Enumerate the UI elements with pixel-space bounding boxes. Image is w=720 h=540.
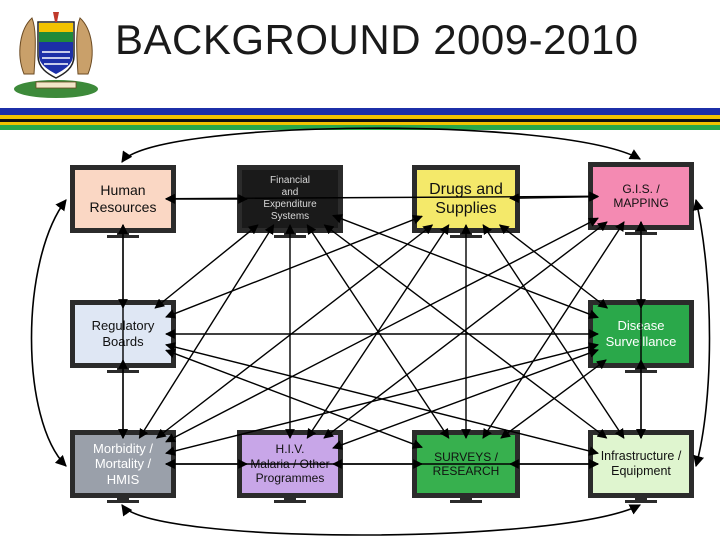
outer-arrow-bottom: [121, 504, 642, 536]
connector-fin-reg: [154, 224, 259, 309]
node-label: Infrastructure /Equipment: [600, 449, 682, 478]
connector-drugs-reg: [165, 214, 423, 319]
coat-of-arms-emblem: [14, 12, 98, 98]
outer-arrow-left: [30, 199, 67, 467]
node-label: Morbidity /Mortality /HMIS: [93, 440, 153, 487]
connector-drugs-morb: [155, 224, 434, 439]
node-screen: G.I.S. /MAPPING: [588, 162, 694, 230]
flag-stripe-black: [0, 119, 720, 122]
node-label: G.I.S. /MAPPING: [613, 181, 669, 210]
connector-hr-gis: [165, 191, 599, 204]
node-gis-mapping: G.I.S. /MAPPING: [588, 162, 694, 235]
flag-stripe-gold: [0, 115, 720, 119]
connector-drugs-dis: [498, 224, 609, 309]
outer-arrow-right: [692, 198, 711, 468]
slide-title: BACKGROUND 2009-2010: [115, 16, 639, 63]
node-infrastructure-equipment: Infrastructure /Equipment: [588, 430, 694, 503]
node-screen: Infrastructure /Equipment: [588, 430, 694, 498]
connector-fin-morb: [138, 224, 275, 439]
flag-stripe-blue: [0, 108, 720, 115]
connector-morb-gis: [165, 217, 599, 443]
outer-arrow-top: [121, 127, 641, 163]
flag-stripe-gold-2: [0, 122, 720, 125]
